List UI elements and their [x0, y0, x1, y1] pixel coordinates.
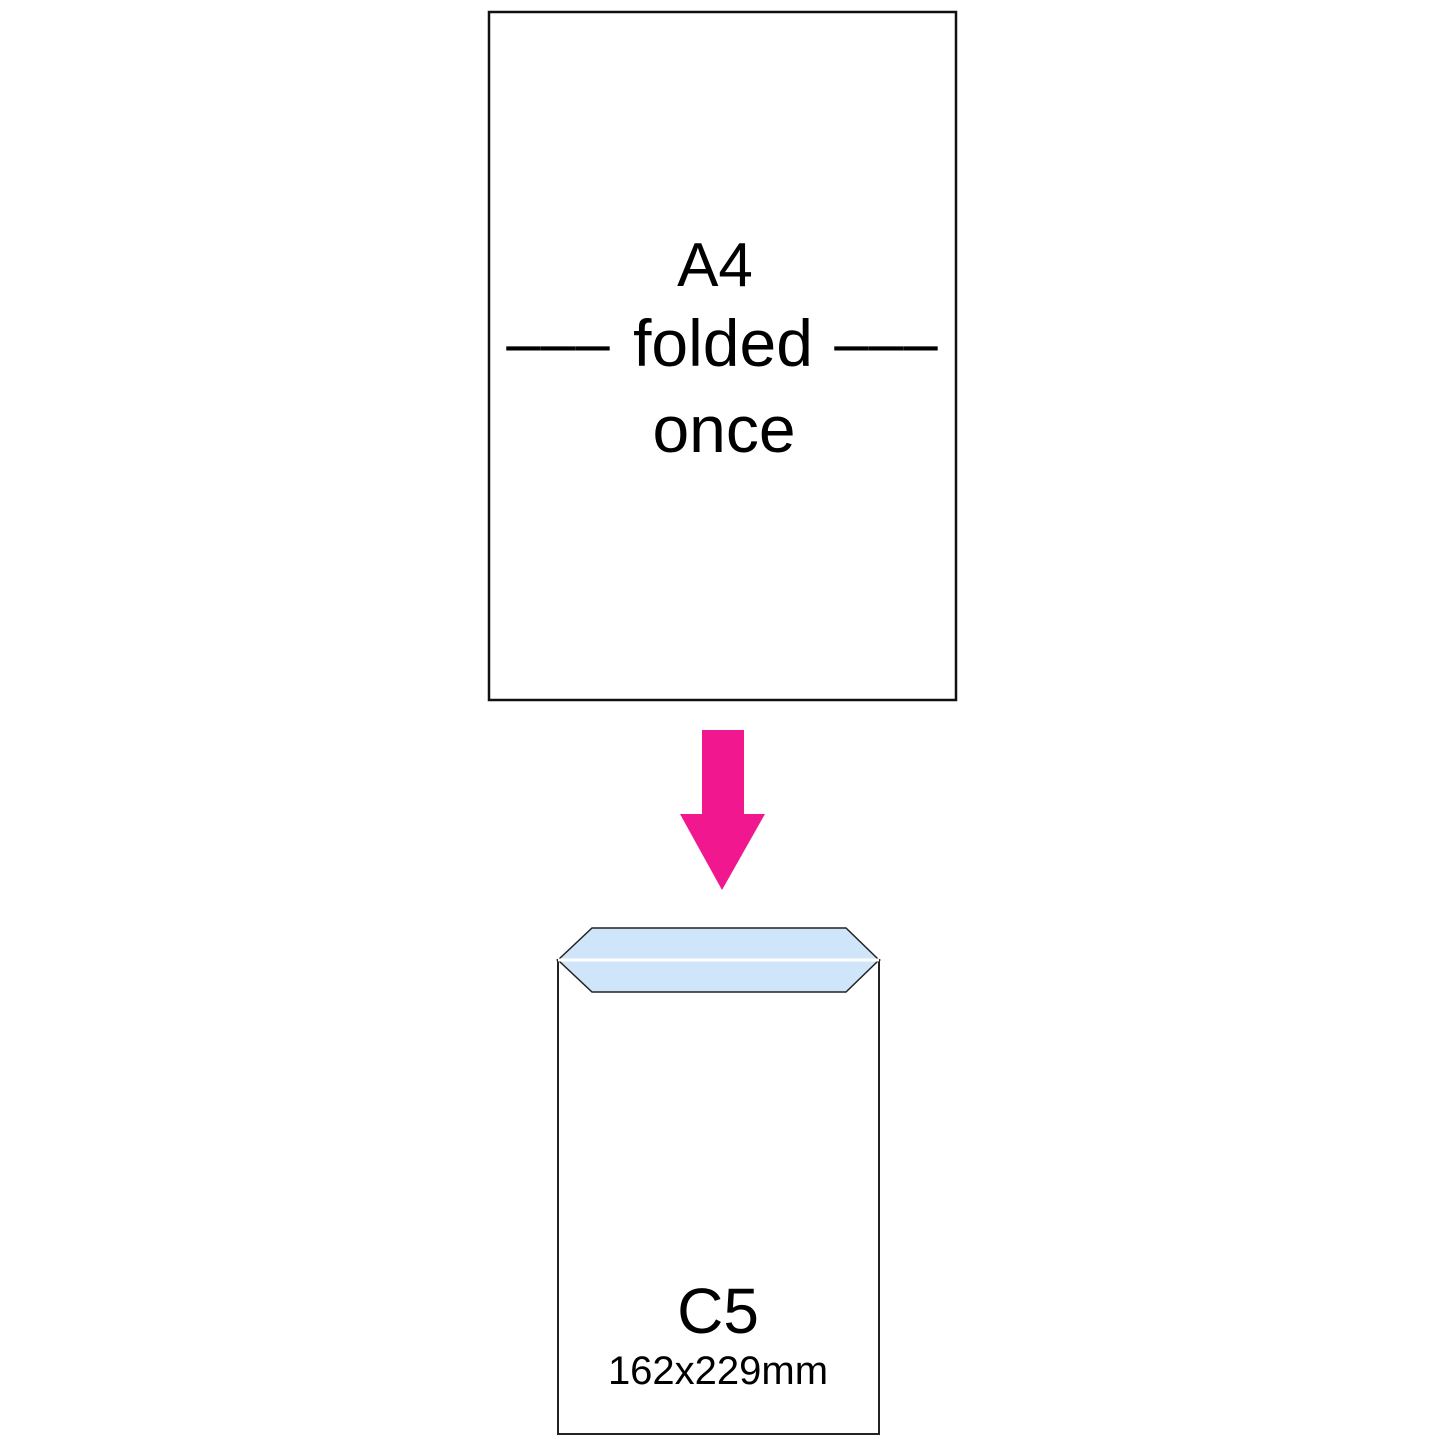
a4-size-label: A4	[677, 231, 753, 300]
envelope-body	[557, 959, 880, 1435]
c5-envelope: C5 162x229mm	[556, 927, 881, 1435]
envelope-size-label: C5	[677, 1275, 759, 1347]
envelope-adhesive-strip	[556, 959, 881, 993]
envelope-dimensions-label: 162x229mm	[608, 1349, 828, 1393]
down-arrow-icon	[680, 730, 765, 890]
a4-sheet-outline	[487, 10, 958, 702]
envelope-flap-top	[556, 927, 881, 961]
fold-line-right: –––	[834, 309, 938, 378]
fold-line-left: –––	[506, 309, 610, 378]
fold-word-label: folded	[633, 306, 813, 380]
a4-sheet: A4 ––– folded ––– once	[487, 10, 958, 702]
fold-once-label: once	[652, 392, 795, 466]
arrow-shape	[680, 730, 765, 890]
